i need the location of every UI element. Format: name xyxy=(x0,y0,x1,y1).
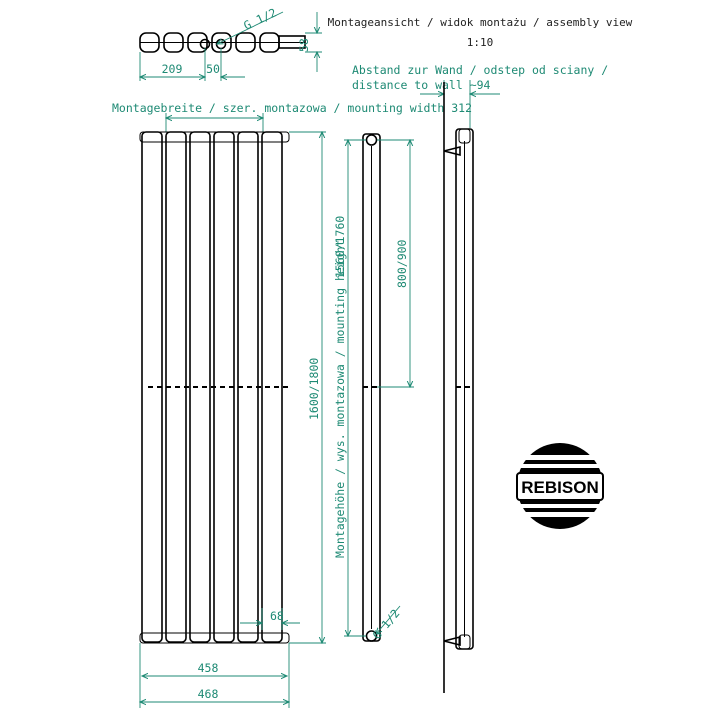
logo-text: REBISON xyxy=(521,478,598,497)
side-upper-connection xyxy=(365,134,378,146)
tube-width-dimension: 68 xyxy=(270,609,284,623)
view-title: Montageansicht / widok montażu / assembl… xyxy=(328,16,633,29)
top-connection-left xyxy=(199,38,211,50)
view-scale: 1:10 xyxy=(467,36,494,49)
pitch-dimension: 50 xyxy=(206,62,220,76)
wall-distance-line1: Abstand zur Wand / odstep od sciany / xyxy=(352,63,608,77)
thread-bottom-label: G 1/2 xyxy=(370,606,403,642)
top-view xyxy=(139,32,306,53)
width-outer-dimension: 468 xyxy=(198,687,219,701)
front-view xyxy=(139,131,290,644)
offset-left-dimension: 209 xyxy=(162,62,183,76)
width-inner-dimension: 458 xyxy=(198,661,219,675)
mounting-width-label: Montagebreite / szer. montazowa / mounti… xyxy=(112,101,472,115)
total-height-dimension: 1600/1800 xyxy=(307,358,321,420)
bracket-height-dimension: 800/900 xyxy=(395,239,409,288)
thread-top-label: G 1/2 xyxy=(241,5,278,32)
wall-view xyxy=(443,82,474,693)
mounting-height-label: Montagehöhe / wys. montazowa / mounting … xyxy=(333,240,347,559)
mounting-height-value: 1560/1760 xyxy=(333,216,347,278)
wall-distance-line2: distance to wall ~94 xyxy=(352,78,491,92)
rebison-logo: REBISON xyxy=(516,443,604,529)
side-lower-connection xyxy=(365,630,378,642)
side-view xyxy=(362,133,381,642)
depth-dimension: 58 xyxy=(297,38,311,52)
